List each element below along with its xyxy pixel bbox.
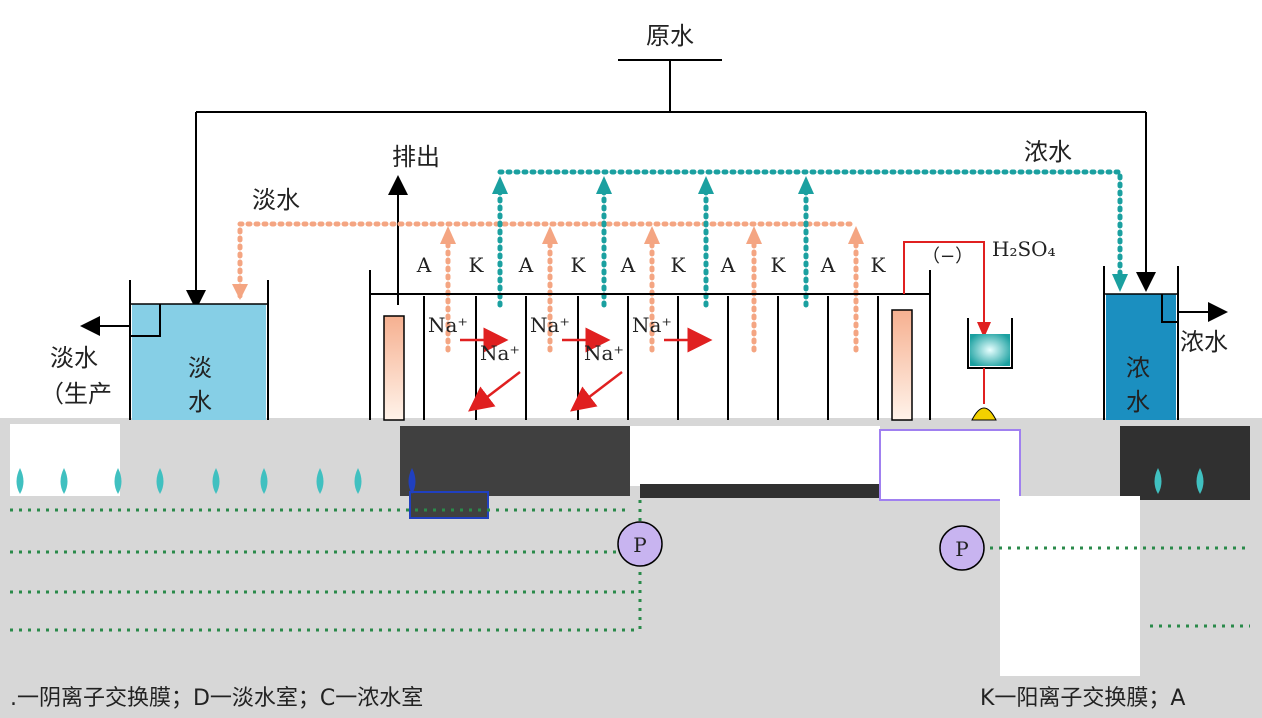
- membrane-label-8: A: [820, 253, 836, 277]
- drip-icon-7: [354, 468, 362, 494]
- membrane-label-7: K: [771, 253, 787, 277]
- cathode-electrode: [891, 309, 913, 421]
- pump-right-label: P: [955, 537, 968, 561]
- left-tank-char-2: 水: [188, 388, 212, 416]
- membrane-label-5: K: [671, 253, 687, 277]
- left-tank-water: [132, 304, 266, 420]
- left-tank-char-1: 淡: [188, 354, 212, 382]
- cl-arrow-2: [570, 371, 623, 412]
- caption-right: K一阳离子交换膜；A: [980, 686, 1186, 711]
- drip-icon-8: [408, 468, 416, 494]
- anode-electrode: [383, 315, 405, 421]
- right-tank-water: [1106, 294, 1176, 420]
- concentrate-arrow-to-tank: [1112, 274, 1128, 292]
- corrupted-region-blocks: [10, 424, 1250, 676]
- concentrate-dotted-header: [497, 169, 1123, 283]
- discharge-label: 排出: [392, 143, 440, 171]
- membrane-label-1: K: [469, 253, 485, 277]
- membrane-label-9: K: [871, 253, 887, 277]
- production-label: （生产: [40, 380, 112, 408]
- na-ion-5: Na⁺: [632, 313, 672, 337]
- dilute-dotted-header: [237, 221, 859, 299]
- drip-icon-3: [156, 468, 164, 494]
- concentrate-risers: [492, 176, 814, 308]
- left-tank-outlet-pipe: [130, 304, 161, 337]
- dilute-arrow-to-tank: [232, 284, 248, 300]
- right-tank-char-2: 水: [1126, 388, 1150, 416]
- acid-label: H₂SO₄: [992, 237, 1056, 261]
- right-tank-outlet-pipe: [1161, 294, 1178, 323]
- na-ion-3: Na⁺: [530, 313, 570, 337]
- drip-icon-4: [212, 468, 220, 494]
- acid-beaker: [967, 318, 1013, 369]
- na-ion-4: Na⁺: [584, 341, 624, 365]
- membrane-label-2: A: [518, 253, 534, 277]
- na-ion-1: Na⁺: [428, 313, 468, 337]
- drip-icon-1: [60, 468, 68, 494]
- drip-icon-9: [1154, 468, 1162, 494]
- concentrate-water-label: 浓水: [1024, 138, 1072, 166]
- membrane-label-4: A: [620, 253, 636, 277]
- electrode-sign: （−）: [922, 246, 973, 267]
- drip-icon-5: [260, 468, 268, 494]
- dilute-out-label: 淡水: [50, 344, 98, 372]
- right-tank-walls: [1103, 266, 1179, 420]
- drip-icon-10: [1196, 468, 1204, 494]
- na-ion-2: Na⁺: [480, 341, 520, 365]
- drip-icon-2: [114, 468, 122, 494]
- membrane-label-0: A: [416, 253, 432, 277]
- membrane-label-3: K: [571, 253, 587, 277]
- pump-left-icon: [617, 521, 663, 567]
- dilute-water-label: 淡水: [252, 186, 300, 214]
- concentrate-out-label: 浓水: [1180, 328, 1228, 356]
- pump-right-icon: [939, 525, 985, 571]
- pump-left-label: P: [633, 533, 646, 557]
- acid-feed-line: [903, 241, 985, 330]
- acid-feed-arrow: [977, 322, 991, 338]
- membrane-label-6: A: [720, 253, 736, 277]
- acid-beaker-liquid: [970, 334, 1010, 366]
- drip-icon-6: [316, 468, 324, 494]
- valve-icon: [971, 407, 997, 421]
- drip-icons: [16, 468, 1204, 494]
- drip-icon-0: [16, 468, 24, 494]
- caption-left: .一阴离子交换膜；D一淡水室；C一浓水室: [10, 686, 424, 711]
- raw-water-label: 原水: [646, 22, 694, 50]
- right-tank-char-1: 浓: [1126, 354, 1150, 382]
- cl-arrow-1: [468, 371, 521, 412]
